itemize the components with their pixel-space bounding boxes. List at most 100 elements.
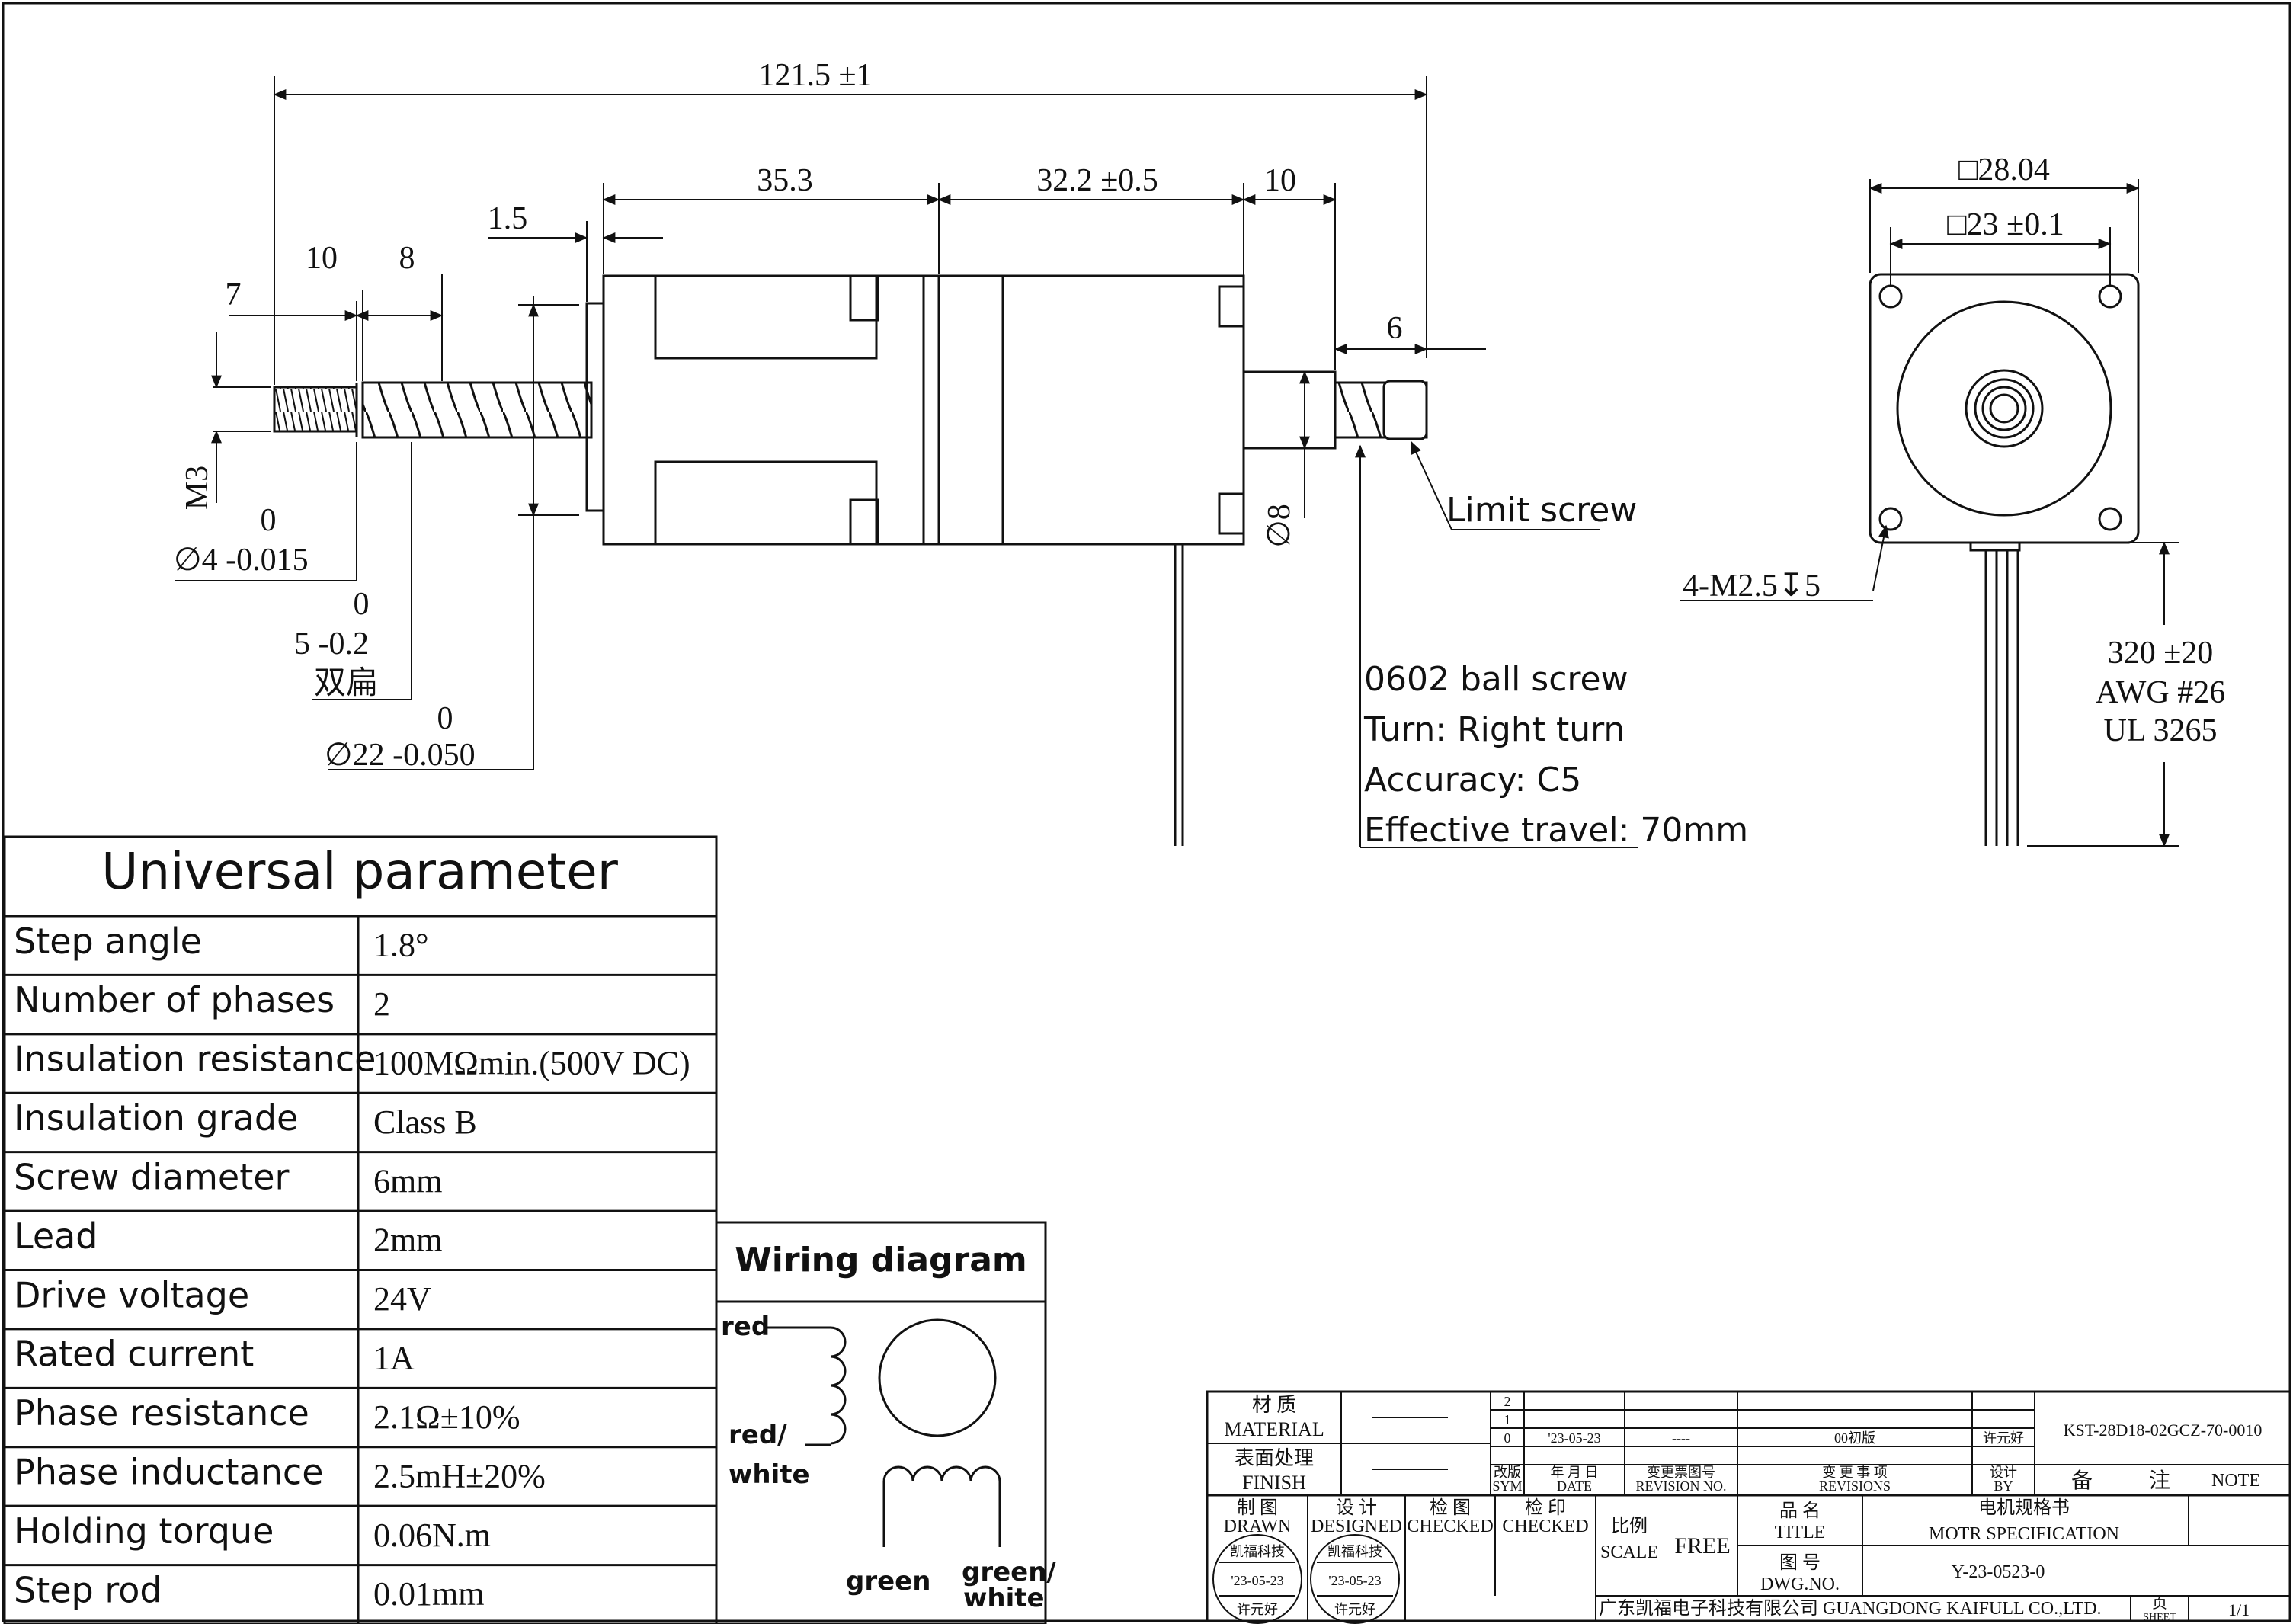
- side-view-dimensions: [175, 76, 1638, 848]
- dim-1-5: 1.5: [488, 201, 528, 236]
- dim-shaft-dia: ∅4 -0.015: [174, 543, 309, 578]
- dim-hole-spacing: □23 ±0.1: [1947, 207, 2064, 242]
- param-value: 2: [373, 985, 390, 1023]
- tb-designed-en: DESIGNED: [1311, 1517, 1402, 1536]
- param-value: Class B: [373, 1103, 477, 1141]
- param-value: 100MΩmin.(500V DC): [373, 1044, 690, 1081]
- stamp-2-company: 凯福科技: [1327, 1544, 1382, 1559]
- title-block: [1206, 1390, 2291, 1624]
- tb-company: 广东凯福电子科技有限公司 GUANGDONG KAIFULL CO.,LTD.: [1599, 1598, 2102, 1619]
- dim-rear-dia: ∅8: [1262, 504, 1297, 548]
- param-value: 1A: [373, 1340, 415, 1377]
- tb-dwg-en: DWG.NO.: [1760, 1574, 1840, 1594]
- param-value: 1.8°: [373, 927, 429, 964]
- dim-35-3: 35.3: [757, 163, 813, 198]
- dim-6: 6: [1387, 311, 1403, 346]
- tb-drawn-cn: 制 图: [1237, 1497, 1278, 1518]
- param-name: Step rod: [14, 1569, 162, 1610]
- screw-note-1: 0602 ball screw: [1364, 660, 1628, 699]
- wiring-diagram: Wiring diagram red red/ white green gree…: [715, 1221, 1056, 1624]
- tb-sym-cn: 改版: [1494, 1465, 1521, 1480]
- flat-note: 双扁: [314, 666, 378, 701]
- tb-revno-cn: 变更票图号: [1647, 1465, 1715, 1480]
- tb-revs-cn: 变 更 事 项: [1822, 1465, 1888, 1480]
- dim-32-2: 32.2 ±0.5: [1036, 163, 1158, 198]
- ball-screw-shaft: [361, 381, 593, 439]
- coil-b: [882, 1465, 1001, 1482]
- stamp-1-company: 凯福科技: [1230, 1544, 1285, 1559]
- param-value: 2.5mH±20%: [373, 1457, 546, 1494]
- param-value: 0.06N.m: [373, 1517, 491, 1554]
- tb-note-cn2: 注: [2149, 1469, 2170, 1493]
- tb-rev0-no: ----: [1672, 1430, 1690, 1446]
- wire-red-white-1: red/: [729, 1420, 787, 1450]
- param-value: 6mm: [373, 1162, 442, 1200]
- tb-scale-val: FREE: [1674, 1533, 1730, 1558]
- dim-awg: AWG #26: [2096, 675, 2225, 710]
- tb-rev0: 0: [1504, 1430, 1511, 1446]
- param-name: Step angle: [14, 921, 202, 962]
- param-name: Phase resistance: [14, 1392, 309, 1433]
- tb-scale-en: SCALE: [1600, 1542, 1658, 1562]
- tb-note-cn1: 备: [2071, 1469, 2093, 1493]
- dim-flat-size: 5 -0.2: [294, 626, 369, 661]
- dim-ul: UL 3265: [2104, 713, 2218, 748]
- stamp-2-name: 许元好: [1334, 1602, 1375, 1617]
- tb-material-en: MATERIAL: [1224, 1418, 1324, 1440]
- dim-m3: M3: [180, 466, 215, 510]
- param-value: 2mm: [373, 1222, 442, 1259]
- dim-10-left: 10: [306, 241, 338, 276]
- tb-title-val-cn: 电机规格书: [1978, 1497, 2070, 1518]
- tb-finish-en: FINISH: [1242, 1472, 1306, 1494]
- tb-title-en: TITLE: [1775, 1523, 1826, 1542]
- tb-note-en: NOTE: [2211, 1471, 2260, 1491]
- limit-screw-body: [1382, 380, 1428, 440]
- tb-checked1-en: CHECKED: [1407, 1517, 1493, 1536]
- tb-date-cn: 年 月 日: [1551, 1465, 1599, 1480]
- tb-rev0-desc: 00初版: [1834, 1430, 1875, 1446]
- limit-screw-label: Limit screw: [1446, 491, 1637, 530]
- tb-sheet-cn: 页: [2152, 1595, 2167, 1612]
- tb-dwg-cn: 图 号: [1779, 1553, 1821, 1573]
- tb-checked2-cn: 检 印: [1525, 1497, 1566, 1518]
- dim-overall-length: 121.5 ±1: [758, 58, 872, 93]
- param-name: Lead: [14, 1216, 98, 1257]
- tb-checked1-cn: 检 图: [1430, 1497, 1471, 1518]
- screw-note-3: Accuracy: C5: [1364, 761, 1581, 799]
- tb-rev0-by: 许元好: [1983, 1430, 2024, 1446]
- param-name: Phase inductance: [14, 1452, 324, 1493]
- tb-drawn-en: DRAWN: [1224, 1517, 1292, 1536]
- tb-sheet-en: SHEET: [2143, 1612, 2176, 1623]
- tb-checked2-en: CHECKED: [1502, 1517, 1588, 1536]
- boss-tol-top: 0: [437, 701, 453, 736]
- param-name: Number of phases: [14, 979, 335, 1020]
- coil-a: [830, 1326, 847, 1445]
- tb-material-cn: 材 质: [1252, 1394, 1297, 1416]
- tb-title-val-en: MOTR SPECIFICATION: [1929, 1524, 2119, 1544]
- screw-note-2: Turn: Right turn: [1363, 710, 1625, 749]
- dim-8: 8: [399, 241, 415, 276]
- tb-designed-cn: 设 计: [1336, 1497, 1377, 1518]
- tb-by-en: BY: [1994, 1478, 2013, 1494]
- front-view-dimensions: [1680, 179, 2179, 847]
- wire-red-white-2: white: [729, 1459, 810, 1490]
- wire-red: red: [721, 1312, 770, 1342]
- tb-sheet-val: 1/1: [2228, 1600, 2250, 1619]
- dim-boss-dia: ∅22 -0.050: [325, 738, 476, 773]
- wire-green: green: [846, 1566, 930, 1597]
- dim-mount-holes: 4-M2.5↧5: [1683, 569, 1821, 604]
- param-table-title: Universal parameter: [101, 842, 619, 901]
- param-name: Screw diameter: [14, 1156, 290, 1197]
- param-name: Rated current: [14, 1334, 254, 1375]
- m3-thread: [273, 386, 358, 433]
- tb-sym-en: SYM: [1492, 1478, 1522, 1494]
- param-value: 0.01mm: [373, 1575, 484, 1613]
- tb-date-en: DATE: [1557, 1478, 1592, 1494]
- param-value: 24V: [373, 1280, 431, 1318]
- wire-green-white-1: green/: [962, 1557, 1056, 1587]
- wire-green-white-2: white: [963, 1583, 1045, 1613]
- param-name: Holding torque: [14, 1510, 274, 1552]
- dim-10-top: 10: [1264, 163, 1296, 198]
- shaft-tol-top: 0: [261, 503, 277, 538]
